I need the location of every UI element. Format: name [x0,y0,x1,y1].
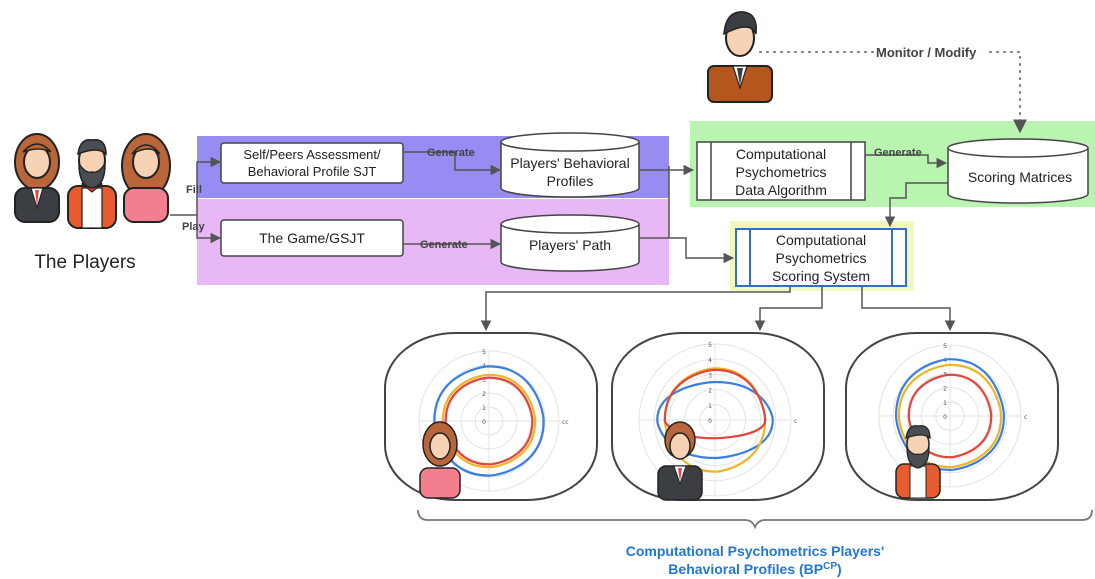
fill-edge [170,156,222,216]
series-red [663,368,767,440]
series-yellow [441,373,537,469]
avatar-man-icon [657,421,703,501]
algo-generate-edge [865,154,948,169]
axis-label: cc [562,419,569,426]
tick-label: 0 [708,418,712,425]
tick-label: 2 [943,386,947,393]
algo-label-2: Psychometrics [735,164,826,180]
fill-label: Fill [186,184,202,196]
players-group-icon [14,133,171,229]
game-label: The Game/GSJT [259,230,365,246]
tick-label: 5 [708,342,712,349]
footer-line-2-suffix: ) [837,561,842,577]
scoring-label-2: Psychometrics [775,250,866,266]
series-blue [894,358,1006,472]
tick-label: 1 [708,403,712,410]
data-algorithm-box: Computational Psychometrics Data Algorit… [696,141,866,201]
generate-label-1: Generate [427,147,475,159]
algo-label-3: Data Algorithm [735,182,827,198]
tick-label: 5 [482,349,486,356]
series-red [907,373,993,459]
game-box: The Game/GSJT [220,219,404,257]
tick-label: 0 [943,414,947,421]
players-label: The Players [34,252,135,273]
tick-label: 2 [708,388,712,395]
face [669,432,691,460]
scoring-label-3: Scoring System [772,268,870,284]
sjt-box: Self/Peers Assessment/ Behavioral Profil… [220,142,404,184]
profiles-label-1: Players' Behavioral [510,155,629,171]
play-label: Play [182,221,206,233]
scoring-label-1: Computational [776,232,866,248]
tick-label: 1 [482,405,486,412]
hair [905,425,931,440]
tick-label: 1 [943,400,947,407]
series-yellow [897,363,1003,469]
path-to-scoring-edge [639,166,733,258]
tick-label: 5 [943,343,947,350]
profiles-brace [417,509,1093,530]
scoring-to-panel-2 [754,286,823,332]
face [429,432,451,460]
monitor-person-icon [707,11,773,103]
footer-line-1: Computational Psychometrics Players' [626,543,885,559]
shirt [909,465,927,499]
sjt-label-1: Self/Peers Assessment/ [243,147,381,162]
footer-line-2-prefix: Behavioral Profiles (BP [668,561,823,577]
algo-label-1: Computational [736,146,826,162]
body [419,467,461,499]
tick-label: 3 [708,372,712,379]
avatar-woman-icon [419,421,461,499]
scoring-system-box: Computational Psychometrics Scoring Syst… [735,228,907,287]
axis-label: c [794,418,797,425]
play-edge [196,215,222,244]
tie [678,468,682,482]
tick-label: 4 [708,357,712,364]
avatar-beard-icon [895,425,941,499]
scoring-to-panel-3 [861,286,956,332]
sjt-generate-edge [403,151,502,176]
scoring-matrices-database: Scoring Matrices [947,138,1089,204]
matrices-label: Scoring Matrices [968,169,1072,185]
series-blue [656,380,774,460]
path-database: Players' Path [500,214,640,272]
footer-line-2-sup: CP [823,561,837,572]
radar-panel-2: 0 1 2 3 4 5 c [611,332,825,501]
sjt-label-2: Behavioral Profile SJT [248,164,377,179]
profiles-database: Players' Behavioral Profiles [500,132,640,198]
monitor-label: Monitor / Modify [876,45,977,60]
tick-label: 0 [482,419,486,426]
series-blue [433,365,545,477]
monitor-connector [759,51,1020,132]
generate-label-2: Generate [420,239,468,251]
tick-label: 2 [482,391,486,398]
profiles-label-2: Profiles [547,173,594,189]
footer-line-2: Behavioral Profiles (BPCP) [668,561,841,577]
axis-label: c [1024,414,1027,421]
tick-label: 3 [482,377,486,384]
matrices-to-scoring-edge [884,182,948,228]
beard [906,446,930,469]
generate-label-3: Generate [874,147,922,159]
panel-frame [611,332,825,501]
scoring-to-panel-1 [480,286,791,332]
series-red [444,376,534,466]
path-label: Players' Path [529,237,611,253]
